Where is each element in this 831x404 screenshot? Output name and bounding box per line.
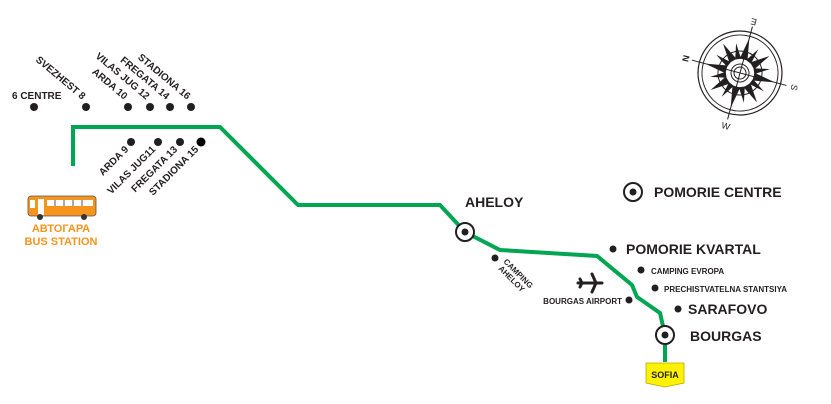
pomorie-centre-label: POMORIE CENTRE: [654, 184, 782, 200]
sarafovo-dot[interactable]: [674, 305, 682, 313]
pomorie-kvartal-label: POMORIE KVARTAL: [626, 241, 761, 257]
bourgas-airport-label: BOURGAS AIRPORT: [543, 297, 622, 306]
sofia-direction-sign[interactable]: [645, 362, 685, 388]
compass-east-label: E: [750, 16, 758, 27]
bourgas-airport-dot[interactable]: [625, 296, 633, 304]
camping-evropa-dot[interactable]: [637, 266, 645, 274]
sarafovo-label: SARAFOVO: [688, 301, 767, 317]
compass-south-label: S: [788, 83, 799, 91]
camping-aheloy-dot[interactable]: [491, 254, 499, 262]
prechistvatelna-label: PRECHISTVATELNA STANTSIYA: [664, 285, 787, 294]
stop-dot[interactable]: [154, 138, 162, 146]
bus-route-line: [71, 125, 667, 362]
bus-station-label-en: BUS STATION: [25, 236, 98, 248]
prechistvatelna-dot[interactable]: [651, 284, 659, 292]
airplane-icon: [576, 272, 604, 294]
upper-stops: 6 CENTRE SVEZHEST 8 ARDA 10 VILAS JUG 12…: [12, 51, 195, 111]
lower-stops: ARDA 9 VILAS JUG11 FREGATA 13 STADIONA 1…: [97, 137, 206, 198]
sofia-label: SOFIA: [651, 370, 679, 380]
stop-dot[interactable]: [30, 103, 38, 111]
bus-icon: [27, 195, 97, 220]
stop-label: 6 CENTRE: [12, 91, 62, 102]
stop-dot[interactable]: [146, 103, 154, 111]
stop-dot[interactable]: [124, 103, 132, 111]
pomorie-kvartal-dot[interactable]: [609, 245, 617, 253]
stop-dot[interactable]: [127, 138, 135, 146]
camping-evropa-label: CAMPING EVROPA: [651, 267, 724, 276]
stop-dot[interactable]: [187, 103, 195, 111]
aheloy-label: AHELOY: [465, 194, 524, 210]
stop-dot[interactable]: [176, 138, 184, 146]
compass-rose-icon: E S W N: [680, 16, 799, 132]
compass-west-label: W: [720, 120, 731, 132]
bourgas-label: BOURGAS: [690, 328, 762, 344]
bus-station-label-bg: АВТОГАРА: [32, 223, 90, 235]
stop-dot[interactable]: [166, 103, 174, 111]
compass-north-label: N: [680, 54, 691, 63]
stop-dot[interactable]: [82, 103, 90, 111]
stop-dot[interactable]: [196, 137, 206, 147]
